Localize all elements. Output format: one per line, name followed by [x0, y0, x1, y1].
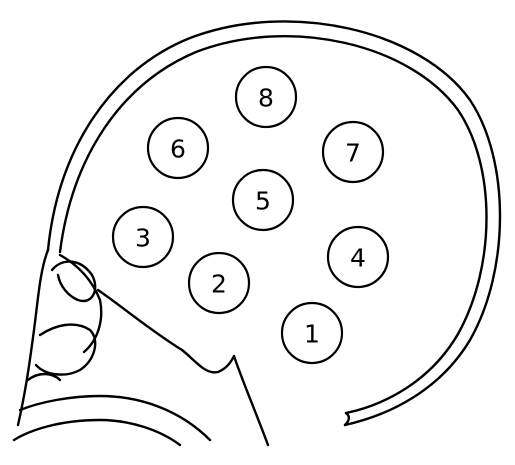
position-markers: 1 2 3 4 5 6 7 8: [113, 67, 388, 363]
position-marker-6: 6: [148, 118, 208, 178]
position-marker-5: 5: [233, 170, 293, 230]
position-marker-2: 2: [189, 253, 249, 313]
position-label: 1: [304, 320, 320, 349]
position-marker-4: 4: [328, 227, 388, 287]
face-profile: [18, 250, 48, 425]
mastoid-bump: [182, 350, 268, 445]
position-label: 5: [255, 187, 271, 216]
position-marker-8: 8: [236, 67, 296, 127]
mandible: [20, 374, 210, 440]
position-label: 7: [345, 139, 361, 168]
position-label: 8: [258, 84, 274, 113]
position-marker-7: 7: [323, 122, 383, 182]
position-label: 4: [350, 244, 366, 273]
position-label: 6: [170, 135, 186, 164]
position-marker-1: 1: [282, 303, 342, 363]
position-marker-3: 3: [113, 207, 173, 267]
position-label: 2: [211, 270, 227, 299]
position-label: 3: [135, 224, 151, 253]
lower-jaw-line: [14, 420, 180, 445]
face-contour-front: [98, 290, 182, 350]
